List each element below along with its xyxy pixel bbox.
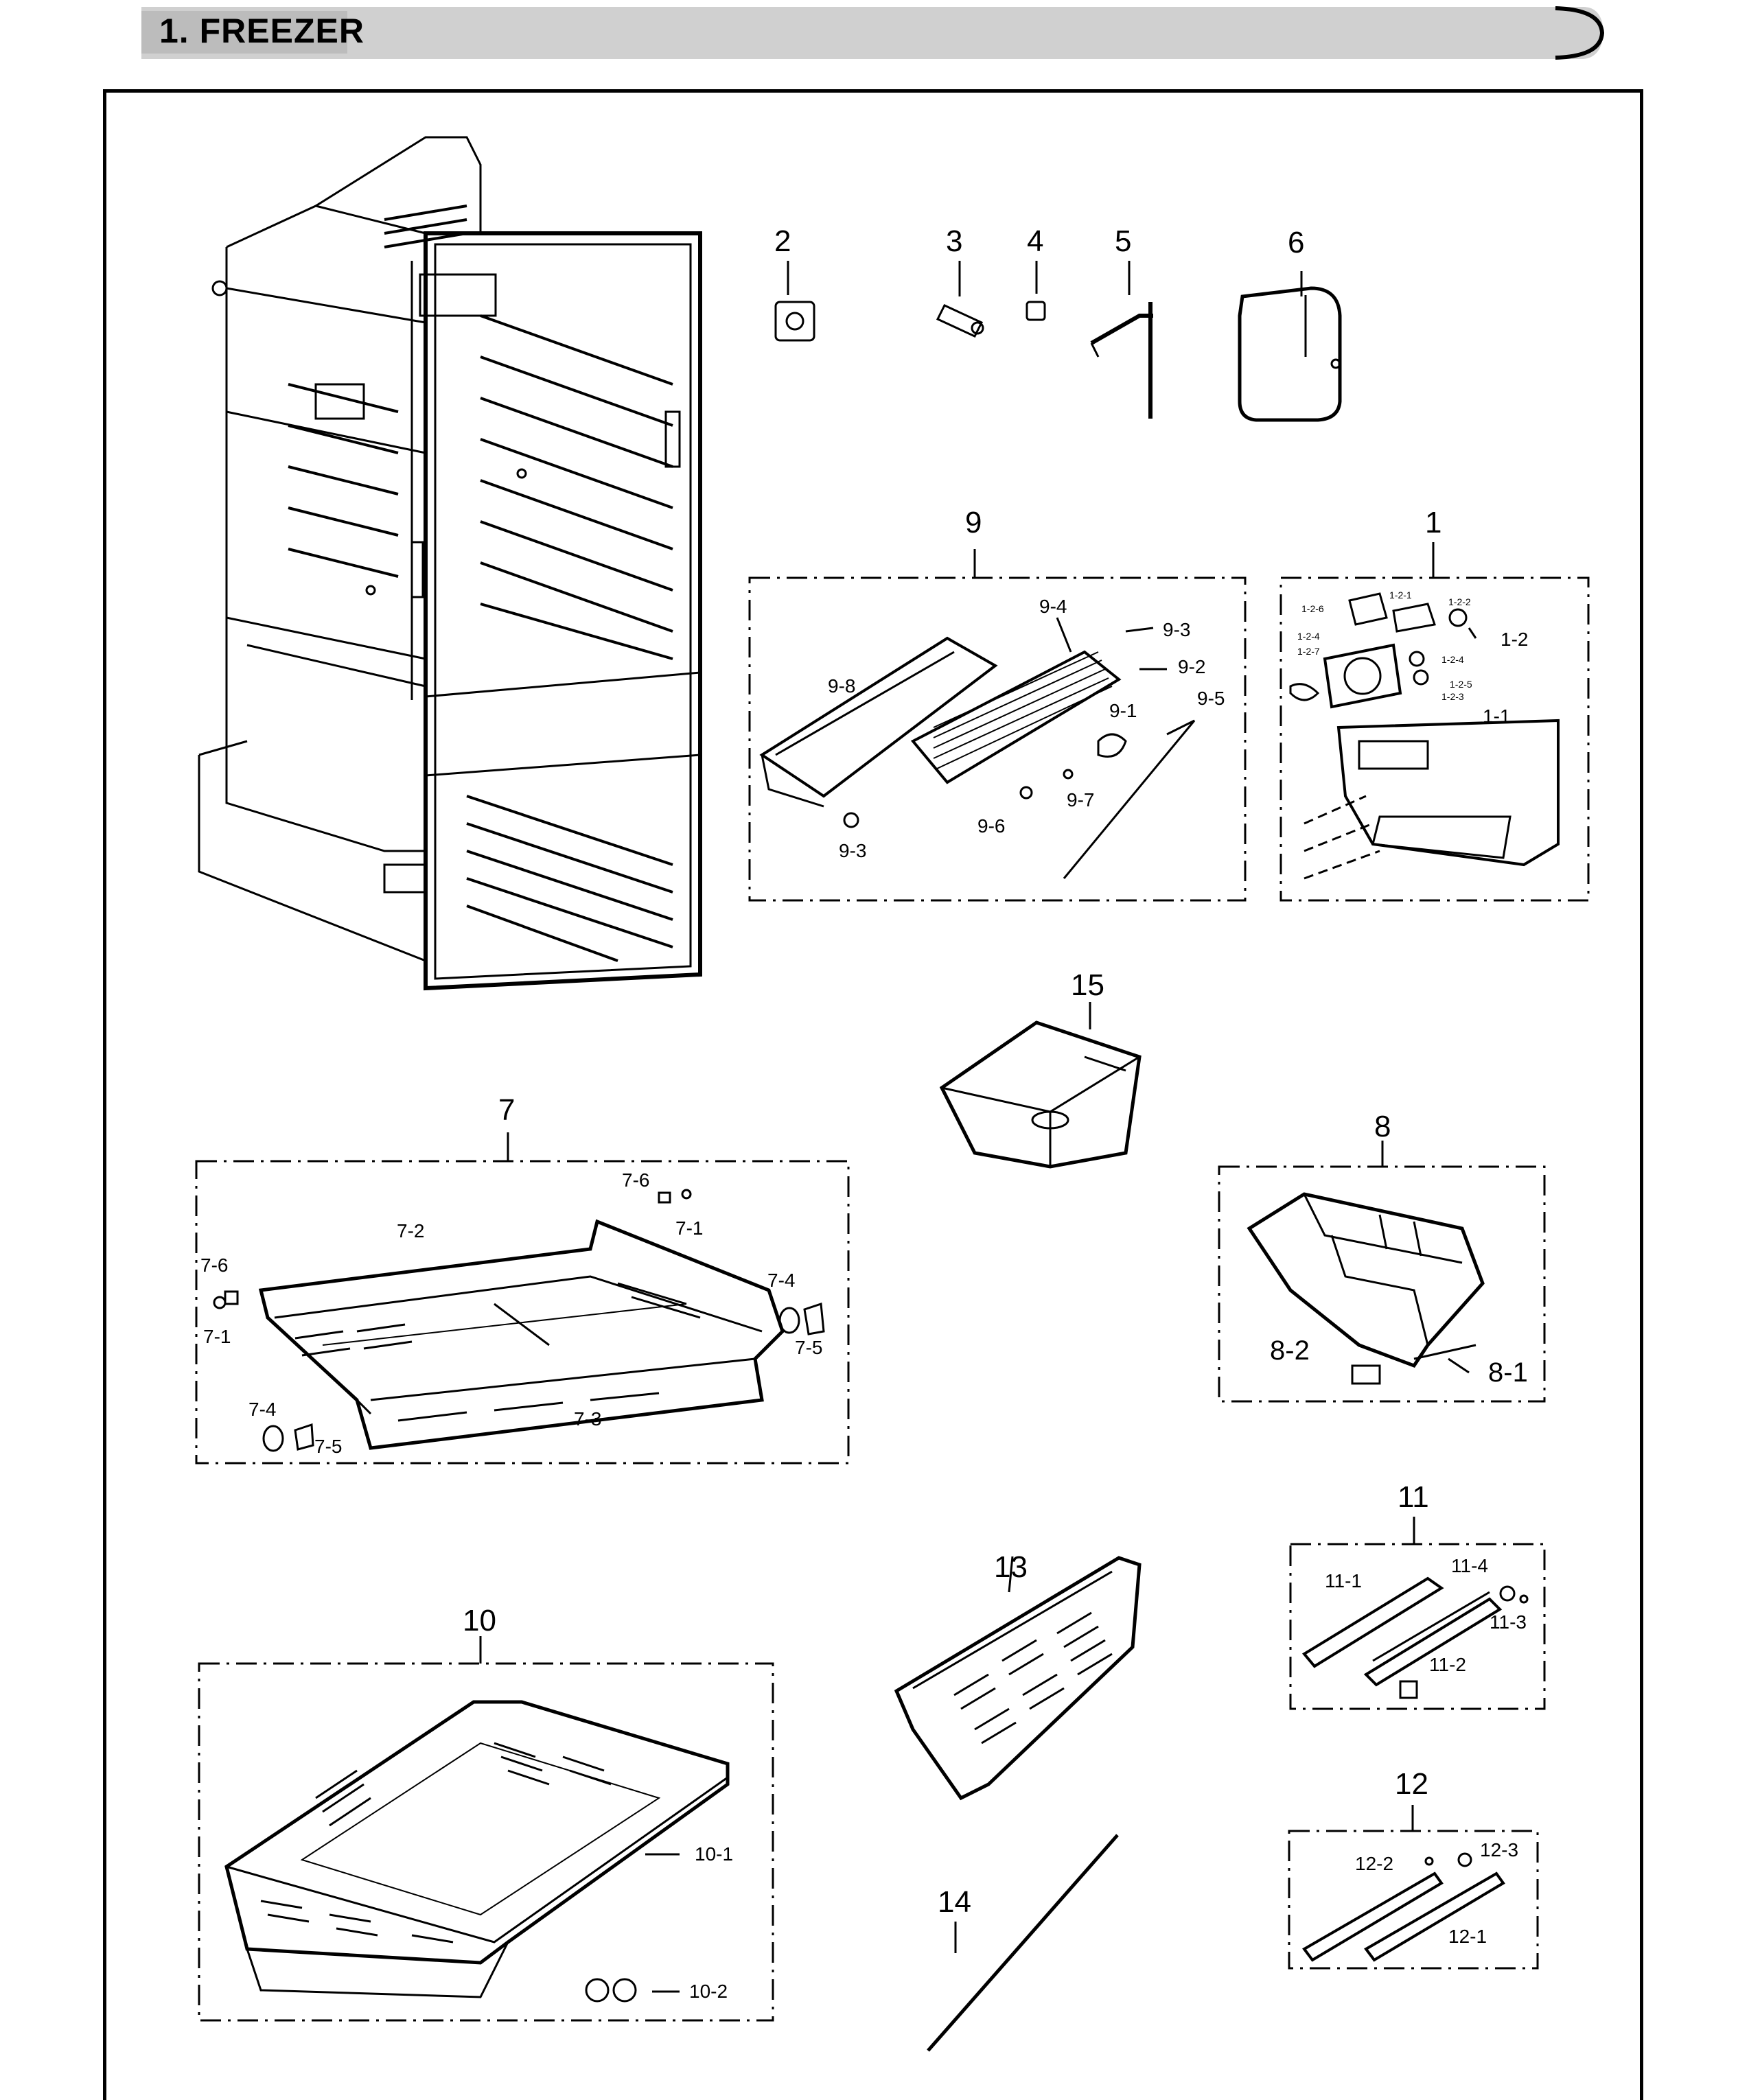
callout-10-1: 10-1 (695, 1843, 734, 1865)
group-11-box (1289, 1543, 1546, 1710)
group-9-box (748, 576, 1247, 902)
callout-7-1-top: 7-1 (675, 1217, 704, 1239)
callout-2: 2 (774, 224, 791, 258)
header-bar (141, 6, 1605, 60)
callout-1-2-3: 1-2-3 (1441, 691, 1464, 702)
group-7-box (195, 1160, 850, 1465)
callout-1-2-1: 1-2-1 (1389, 590, 1412, 600)
callout-1-2-5: 1-2-5 (1450, 679, 1472, 690)
part-14-drawing (927, 1834, 1119, 2052)
group-10-box (198, 1662, 774, 2022)
callout-1-2-2: 1-2-2 (1448, 596, 1471, 607)
group-7-drawing (213, 1189, 825, 1452)
callout-7-3: 7-3 (574, 1408, 602, 1430)
group-1-drawing (1289, 592, 1560, 880)
callout-9-1: 9-1 (1109, 700, 1137, 721)
group-10-drawing (224, 1700, 730, 2003)
callout-7-2: 7-2 (397, 1220, 425, 1241)
part-6-drawing (1238, 271, 1342, 422)
callout-6: 6 (1288, 226, 1305, 259)
part-2-drawing (774, 261, 815, 342)
group-8-drawing (1247, 1192, 1485, 1385)
callout-9-2: 9-2 (1178, 656, 1206, 677)
callout-9-5: 9-5 (1197, 688, 1225, 709)
callout-4: 4 (1027, 224, 1044, 258)
callout-12-2: 12-2 (1355, 1853, 1394, 1874)
callout-9-3-top: 9-3 (1163, 619, 1191, 640)
callout-10-2: 10-2 (689, 1981, 728, 2002)
callout-1-2-7: 1-2-7 (1297, 646, 1320, 657)
group-9-drawing (759, 617, 1196, 879)
page-title: 1. FREEZER (159, 12, 364, 50)
callout-8: 8 (1374, 1110, 1391, 1143)
part-13-drawing (894, 1556, 1142, 1801)
callout-9-6: 9-6 (977, 815, 1006, 837)
callout-8-2: 8-2 (1270, 1335, 1310, 1366)
freezer-cabinet-drawing (198, 136, 702, 991)
callout-11-2: 11-2 (1429, 1654, 1466, 1675)
callout-11-1: 11-1 (1325, 1570, 1362, 1591)
part-5-drawing (1090, 261, 1153, 419)
callout-13: 13 (994, 1550, 1028, 1584)
callout-9-4: 9-4 (1039, 596, 1067, 617)
callout-8-1: 8-1 (1488, 1357, 1528, 1388)
callout-7-5-right: 7-5 (795, 1337, 823, 1358)
callout-12-3: 12-3 (1480, 1839, 1519, 1860)
callout-5: 5 (1115, 224, 1132, 258)
callout-1-2-4: 1-2-4 (1297, 631, 1320, 642)
group-11-drawing (1301, 1576, 1529, 1699)
callout-1: 1 (1425, 506, 1442, 539)
callout-12: 12 (1395, 1767, 1428, 1801)
callout-1-2: 1-2 (1501, 629, 1529, 650)
callout-11-4: 11-4 (1451, 1555, 1488, 1576)
callout-9-3-bottom: 9-3 (839, 840, 867, 861)
callout-7-4-right: 7-4 (767, 1270, 796, 1291)
group-1-box (1279, 576, 1590, 902)
callout-14: 14 (938, 1885, 971, 1919)
callout-7-5-left: 7-5 (314, 1436, 343, 1457)
callout-1-1: 1-1 (1483, 705, 1511, 727)
part-3-drawing (936, 261, 984, 338)
callout-11-3: 11-3 (1490, 1611, 1527, 1633)
callout-12-1: 12-1 (1448, 1926, 1487, 1947)
callout-1-2-4b: 1-2-4 (1441, 654, 1464, 665)
callout-11: 11 (1398, 1480, 1429, 1514)
part-4-drawing (1026, 261, 1046, 321)
callout-1-2-6: 1-2-6 (1301, 603, 1324, 614)
diagram-frame (103, 89, 1643, 2100)
callout-10: 10 (463, 1604, 496, 1637)
callout-7-6-top: 7-6 (622, 1169, 650, 1191)
callout-7-1-left: 7-1 (203, 1326, 231, 1347)
part-15-drawing (939, 1002, 1142, 1169)
callout-9-8: 9-8 (828, 675, 856, 697)
callout-3: 3 (946, 224, 963, 258)
callout-15: 15 (1071, 968, 1104, 1002)
group-12-drawing (1302, 1852, 1505, 1962)
callout-9-7: 9-7 (1067, 789, 1095, 810)
callout-7: 7 (498, 1093, 516, 1127)
callout-7-6-left: 7-6 (200, 1255, 229, 1276)
callout-9: 9 (965, 506, 982, 539)
callout-7-4-left: 7-4 (248, 1399, 277, 1420)
